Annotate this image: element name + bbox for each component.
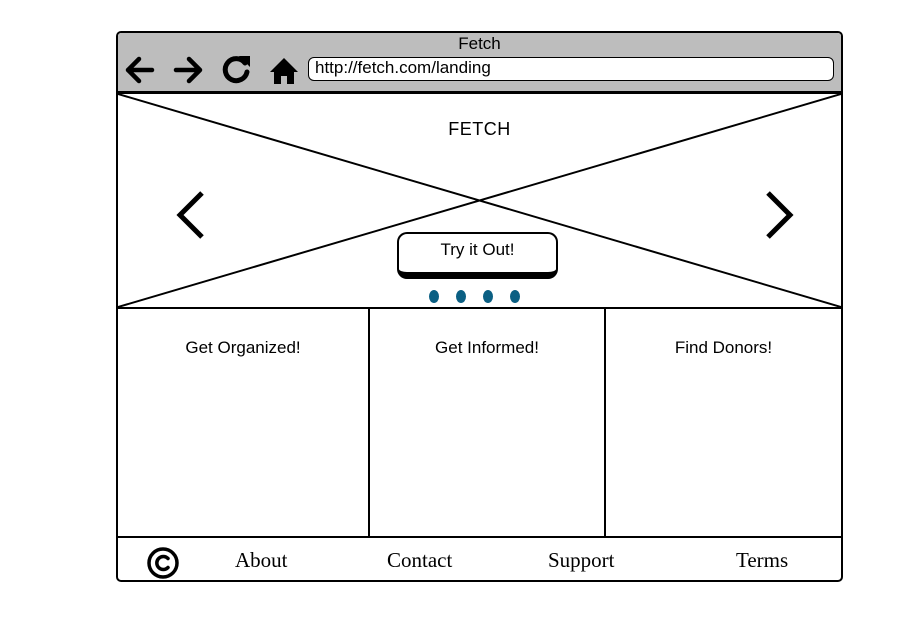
- hero-title: FETCH: [448, 119, 511, 139]
- back-arrow-icon[interactable]: [122, 53, 156, 87]
- image-placeholder: [118, 94, 841, 307]
- carousel-dot[interactable]: [456, 290, 466, 303]
- carousel-next-icon[interactable]: [762, 189, 798, 241]
- carousel-dot[interactable]: [483, 290, 493, 303]
- feature-columns: Get Organized! Get Informed! Find Donors…: [118, 309, 841, 538]
- feature-title: Find Donors!: [674, 338, 773, 357]
- feature-column-informed: Get Informed!: [368, 309, 604, 536]
- window-title: Fetch: [458, 34, 501, 53]
- feature-title: Get Informed!: [435, 338, 539, 357]
- carousel-dot[interactable]: [429, 290, 439, 303]
- forward-arrow-icon[interactable]: [172, 53, 206, 87]
- carousel-prev-icon[interactable]: [172, 189, 208, 241]
- footer-link-terms[interactable]: Terms: [736, 548, 789, 572]
- hero-carousel: FETCH Try it Out!: [118, 94, 841, 309]
- feature-column-donors: Find Donors!: [604, 309, 841, 536]
- carousel-dot[interactable]: [510, 290, 520, 303]
- try-it-out-button[interactable]: Try it Out!: [397, 232, 558, 279]
- footer-link-support[interactable]: Support: [548, 548, 615, 572]
- footer: About Contact Support Terms: [118, 538, 841, 580]
- footer-link-contact[interactable]: Contact: [387, 548, 453, 572]
- feature-title: Get Organized!: [185, 338, 301, 357]
- feature-column-organized: Get Organized!: [118, 309, 368, 536]
- browser-window: Fetch http://fetch.com/landing FETCH: [116, 31, 843, 582]
- reload-icon[interactable]: [219, 53, 253, 87]
- address-bar[interactable]: http://fetch.com/landing: [308, 57, 834, 81]
- footer-link-about[interactable]: About: [235, 548, 288, 572]
- home-icon[interactable]: [267, 53, 301, 87]
- copyright-icon: [146, 546, 180, 580]
- browser-toolbar: Fetch http://fetch.com/landing: [118, 33, 841, 94]
